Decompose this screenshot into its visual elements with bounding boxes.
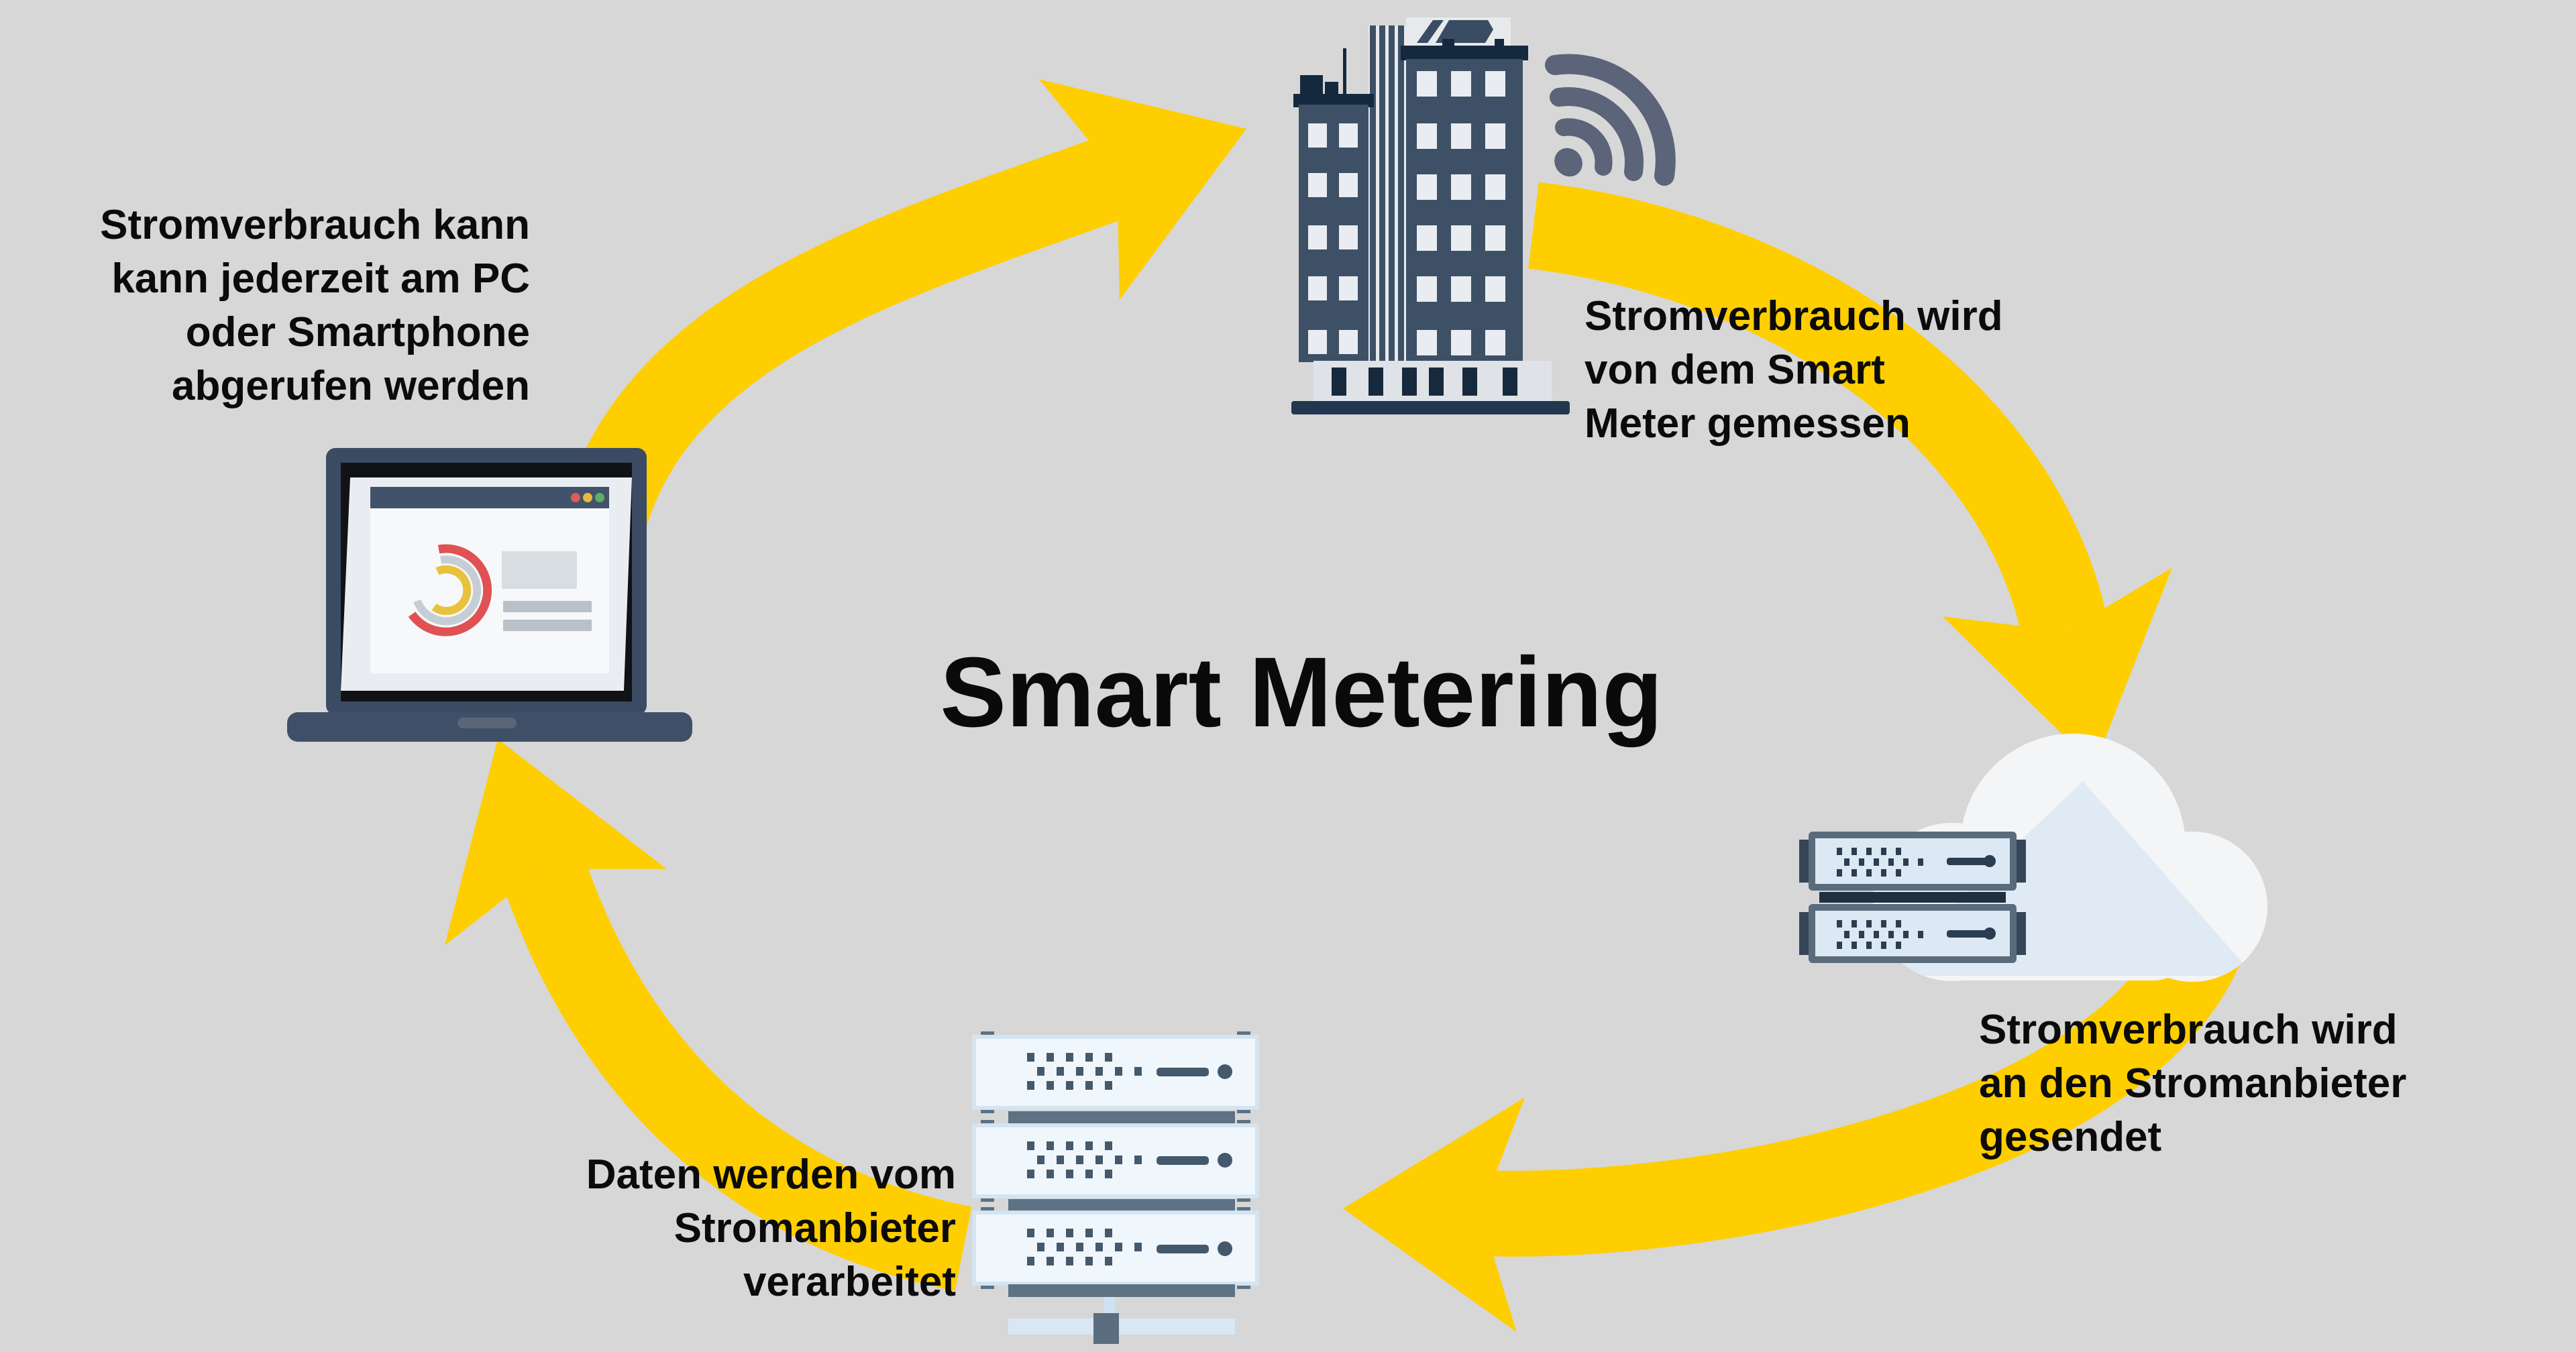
diagram-title: Smart Metering [940,637,1663,748]
label-line: oder Smartphone [185,309,530,355]
window-minimize-dot [583,493,592,502]
office-building-icon [1291,17,1570,414]
cloud-servers-icon [1799,734,2267,982]
label-line: Stromverbrauch wird [1979,1007,2398,1053]
cloud-server-unit [1799,832,2026,891]
rack-unit [972,1207,1259,1289]
label-line: verarbeitet [743,1259,956,1305]
label-process-step: Daten werden vom Stromanbieter verarbeit… [553,1148,956,1309]
arrow-rack-to-laptop [444,739,972,1291]
flow-arrows [444,79,2242,1333]
label-line: Meter gemessen [1585,400,1911,447]
label-line: Stromverbrauch wird [1585,293,2003,339]
arrow-cloud-to-rack [1343,926,2242,1333]
label-line: kann jederzeit am PC [111,256,530,302]
label-line: an den Stromanbieter [1979,1060,2407,1107]
label-access-step: Stromverbrauch kann kann jederzeit am PC… [94,199,530,413]
rack-unit [972,1120,1259,1202]
arrow-building-to-cloud [1528,182,2173,766]
content-block [502,551,577,589]
laptop-icon [287,448,692,742]
label-line: von dem Smart [1585,347,1885,393]
label-send-step: Stromverbrauch wird an den Stromanbieter… [1979,1003,2449,1164]
laptop-browser-window [370,487,609,673]
label-line: Daten werden vom [586,1151,956,1198]
content-line [503,620,592,631]
wifi-icon [1545,54,1676,186]
cloud-server-unit [1799,904,2026,963]
rack-network-stand [1008,1297,1235,1344]
content-line [503,601,592,612]
label-measure-step: Stromverbrauch wird von dem Smart Meter … [1585,290,2014,451]
arrow-laptop-to-building [561,79,1246,537]
label-line: gesendet [1979,1114,2162,1160]
window-maximize-dot [595,493,604,502]
label-line: Stromverbrauch kann [100,202,530,248]
server-rack-icon [972,1031,1259,1344]
rack-unit [972,1031,1259,1113]
usage-donut-chart [408,544,492,636]
window-close-dot [571,493,580,502]
label-line: Stromanbieter [674,1205,956,1251]
label-line: abgerufen werden [172,363,530,409]
